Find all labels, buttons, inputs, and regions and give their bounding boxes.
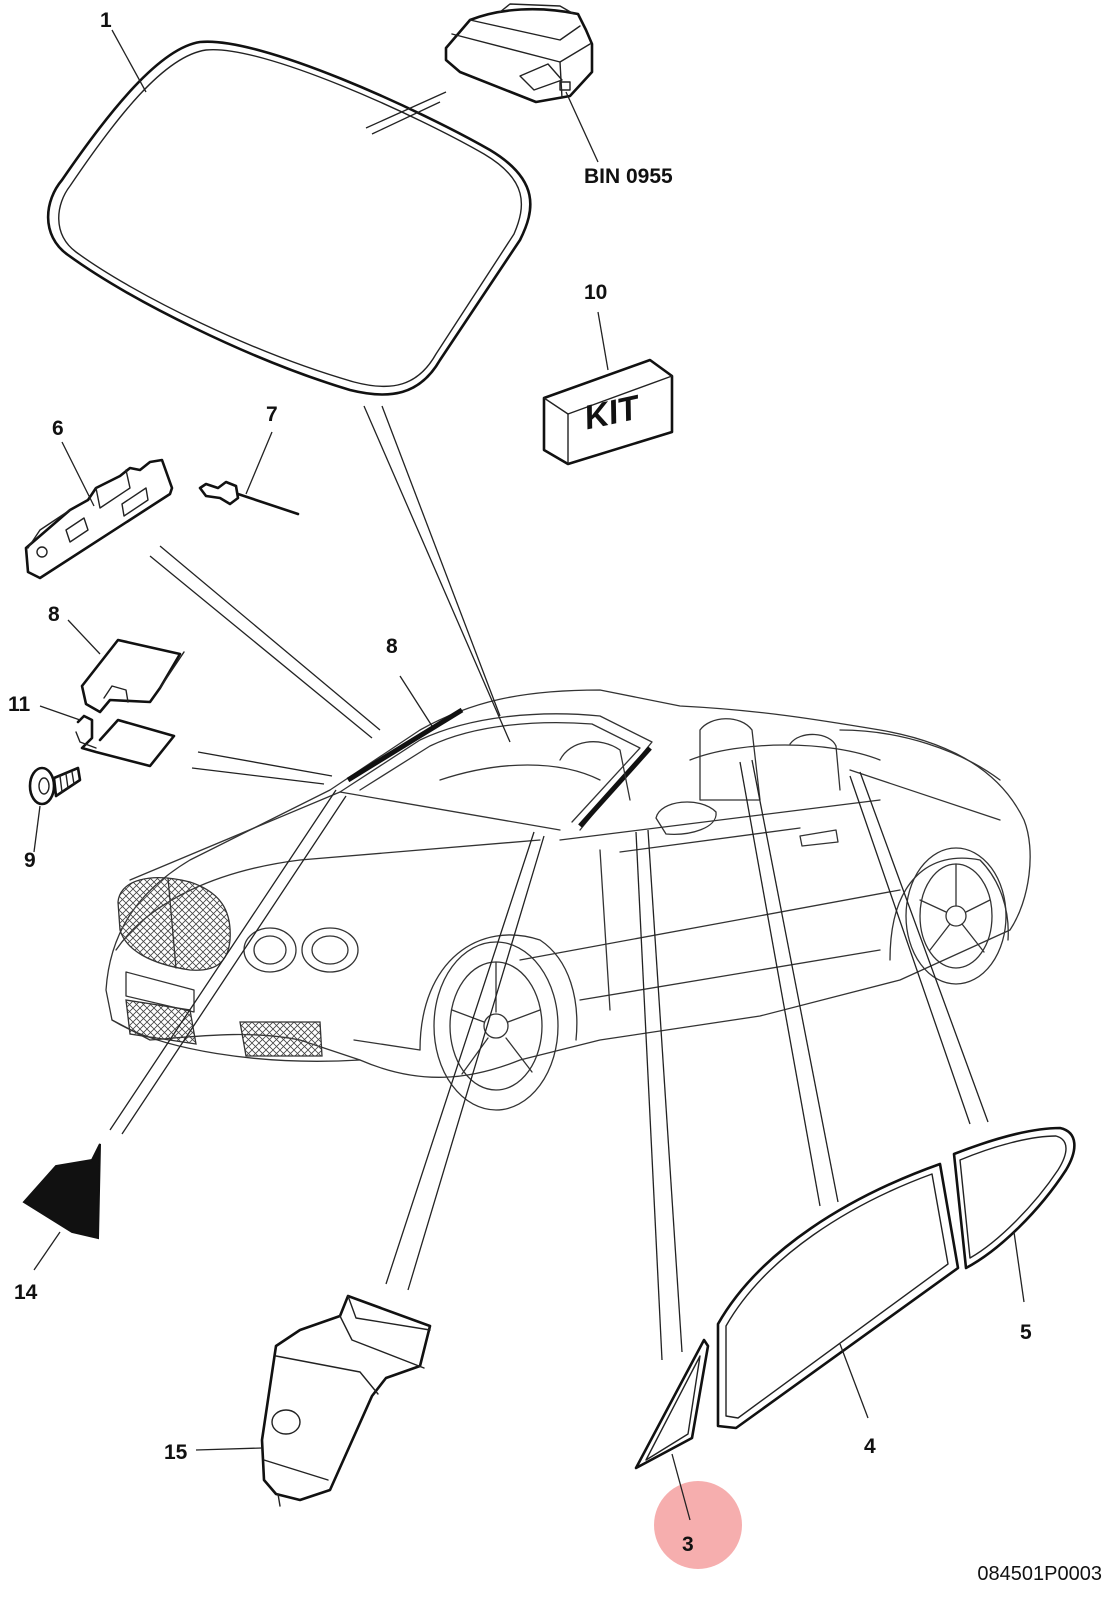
car-illustration — [105, 689, 1031, 1111]
bracket-part-6[interactable] — [24, 458, 174, 580]
vent-glass-part-3[interactable] — [634, 1338, 710, 1470]
bin-module-part[interactable] — [444, 3, 594, 104]
callout-15: 15 — [164, 1441, 188, 1464]
windscreen-section-line — [365, 91, 447, 129]
panel-part-15[interactable] — [260, 1294, 432, 1507]
callout-11: 11 — [8, 693, 31, 716]
door-glass-part-4[interactable] — [716, 1162, 960, 1430]
leader-6 — [61, 441, 95, 507]
leader-15 — [195, 1447, 263, 1451]
callout-8-section: 8 — [48, 603, 60, 626]
leader-8a — [67, 619, 101, 655]
clip-part-11[interactable] — [75, 714, 176, 768]
leader-10 — [597, 311, 609, 371]
leader-bin — [565, 91, 599, 163]
callout-7: 7 — [266, 403, 278, 426]
selected-part-highlight[interactable] — [654, 1481, 742, 1569]
leader-11 — [39, 705, 81, 721]
pad-part-14[interactable] — [22, 1143, 101, 1240]
leader-3 — [671, 1453, 691, 1521]
drawing-number: 084501P0003 — [977, 1563, 1102, 1585]
callout-14: 14 — [14, 1281, 38, 1304]
callout-5: 5 — [1020, 1321, 1032, 1344]
rivet-part-7[interactable] — [198, 480, 300, 516]
kit-box-part-10[interactable] — [542, 358, 674, 466]
callout-9: 9 — [24, 849, 36, 872]
callout-1: 1 — [100, 9, 112, 32]
callout-bin-0955: BIN 0955 — [584, 165, 673, 188]
leader-9 — [33, 805, 41, 853]
seal-section-part-8[interactable] — [80, 638, 185, 714]
windscreen-part-1[interactable] — [46, 40, 532, 396]
screw-part-9[interactable] — [28, 766, 82, 806]
callout-8-car: 8 — [386, 635, 398, 658]
leader-1 — [111, 29, 147, 93]
section-line-6 — [159, 545, 381, 731]
leader-5 — [1013, 1231, 1025, 1303]
leader-4 — [839, 1343, 869, 1419]
leader-14 — [33, 1231, 61, 1271]
callout-6: 6 — [52, 417, 64, 440]
callout-4: 4 — [864, 1435, 876, 1458]
callout-10: 10 — [584, 281, 608, 304]
callout-3[interactable]: 3 — [682, 1533, 694, 1556]
rear-quarter-glass-part-5[interactable] — [952, 1126, 1076, 1270]
leader-7 — [245, 431, 273, 495]
